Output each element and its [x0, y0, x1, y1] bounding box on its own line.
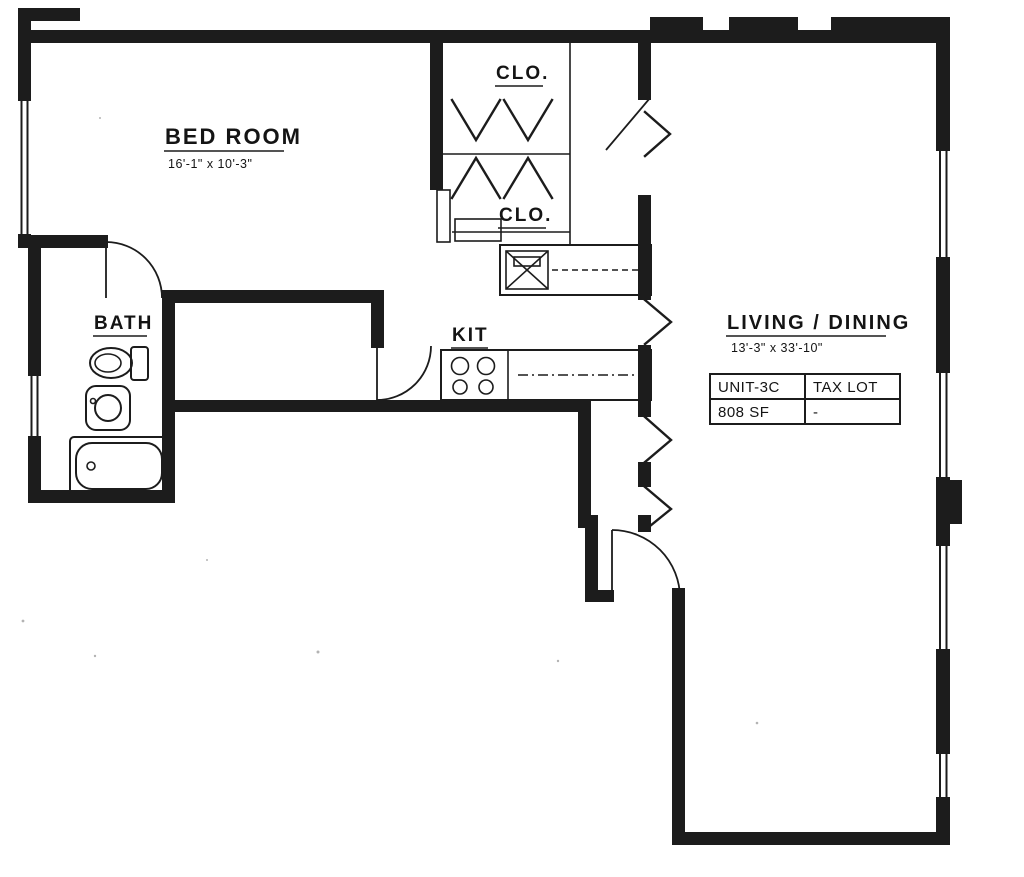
bath-door — [105, 241, 163, 299]
living-dining-dimensions: 13'-3" x 33'-10" — [731, 341, 823, 355]
opening-symbols — [643, 110, 673, 532]
closet-upper-label: CLO. — [496, 63, 549, 84]
bedroom-dimensions: 16'-1" x 10'-3" — [168, 157, 252, 171]
doors — [105, 97, 681, 599]
entry-door — [611, 529, 681, 599]
bath-label: BATH — [94, 313, 153, 334]
bifold-door-icon — [450, 155, 502, 200]
closet-lower-label: CLO. — [499, 205, 552, 226]
bath-fixtures — [69, 346, 169, 496]
stove-symbol — [450, 356, 496, 395]
table-cell-sqft: 808 SF — [718, 404, 769, 421]
table-header-unit: UNIT-3C — [718, 379, 780, 396]
opening-chevron-icon — [643, 415, 673, 464]
table-cell-taxlot-value: - — [813, 404, 819, 421]
opening-chevron-icon — [643, 485, 673, 532]
window-right-2 — [936, 371, 950, 479]
window-right-3 — [936, 544, 950, 651]
living-dining-label: LIVING / DINING — [727, 312, 910, 334]
bedroom-label: BED ROOM — [165, 124, 302, 149]
hall-door-leaf — [605, 97, 651, 151]
table-header-taxlot: TAX LOT — [813, 379, 878, 396]
kitchen-door — [376, 345, 432, 401]
room-labels: BED ROOM 16'-1" x 10'-3" CLO. CLO. BATH … — [93, 63, 910, 355]
window-left-bedroom — [18, 99, 31, 236]
bifold-door-icon — [502, 155, 554, 200]
bifold-door-icon — [502, 98, 554, 143]
wall-bump — [948, 480, 962, 524]
opening-chevron-icon — [643, 298, 673, 346]
window-right-1 — [936, 149, 950, 259]
bathtub-symbol — [69, 436, 169, 496]
kitchen-sink-symbol — [505, 250, 549, 290]
kitchen-upper-counter — [499, 244, 652, 296]
window-left-bath — [28, 374, 41, 438]
unit-info-table: UNIT-3C TAX LOT 808 SF - — [709, 373, 901, 425]
sink-symbol — [85, 385, 131, 431]
toilet-symbol — [89, 346, 149, 381]
opening-chevron-icon — [643, 110, 672, 158]
kitchen-label: KIT — [452, 325, 489, 346]
window-right-4 — [936, 752, 950, 799]
closets — [436, 43, 571, 245]
closet-shelf — [436, 189, 451, 243]
closet-shelf — [454, 218, 502, 242]
kitchen-lower-counter — [440, 349, 652, 401]
scan-artifacts — [21, 117, 759, 725]
windows — [18, 99, 950, 799]
bifold-door-icon — [450, 98, 502, 143]
exterior-walls — [18, 8, 962, 845]
kitchen-fixtures — [440, 244, 652, 401]
